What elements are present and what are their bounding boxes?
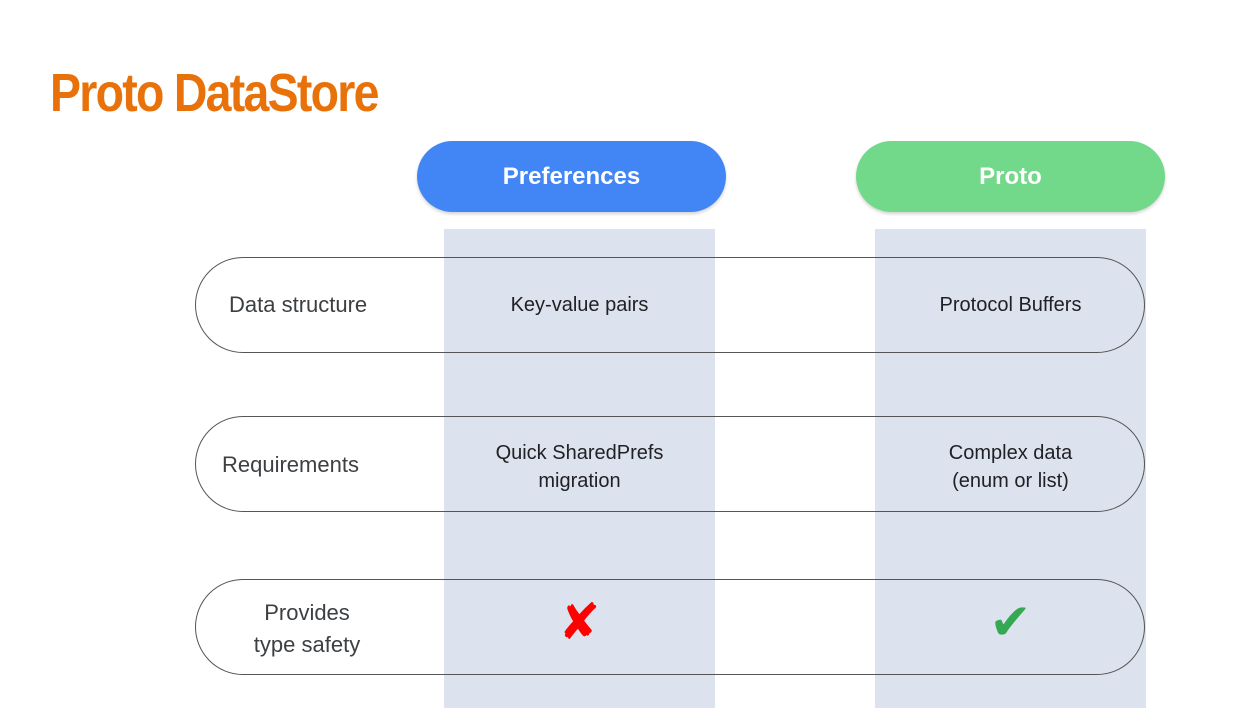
row-label-type-safety-line1: Provides	[264, 600, 350, 625]
row-label-type-safety: Provides type safety	[222, 597, 392, 661]
page-title: Proto DataStore	[50, 63, 379, 123]
proto-requirements-value: Complex data (enum or list)	[875, 439, 1146, 495]
row-data-structure	[195, 257, 1145, 353]
row-label-requirements: Requirements	[222, 452, 359, 477]
row-label-data-structure: Data structure	[229, 292, 368, 317]
proto-requirements-line2: (enum or list)	[952, 470, 1069, 492]
proto-header-label: Proto	[979, 162, 1042, 190]
row-label-type-safety-line2: type safety	[253, 632, 361, 657]
preferences-column-background	[444, 229, 715, 708]
row-type-safety	[195, 579, 1145, 675]
row-requirements	[195, 416, 1145, 512]
proto-data-structure-value: Protocol Buffers	[939, 294, 1082, 316]
preferences-requirements-line1: Quick SharedPrefs	[495, 442, 664, 464]
preferences-requirements-value: Quick SharedPrefs migration	[444, 439, 715, 495]
preferences-column-header: Preferences	[417, 141, 726, 212]
proto-requirements-line1: Complex data	[948, 442, 1073, 464]
check-mark-icon: ✔	[989, 593, 1032, 651]
cross-mark-icon: ✘	[558, 593, 601, 651]
preferences-data-structure-value: Key-value pairs	[510, 294, 649, 316]
preferences-header-label: Preferences	[502, 162, 641, 190]
proto-column-header: Proto	[856, 141, 1165, 212]
preferences-requirements-line2: migration	[538, 470, 621, 492]
